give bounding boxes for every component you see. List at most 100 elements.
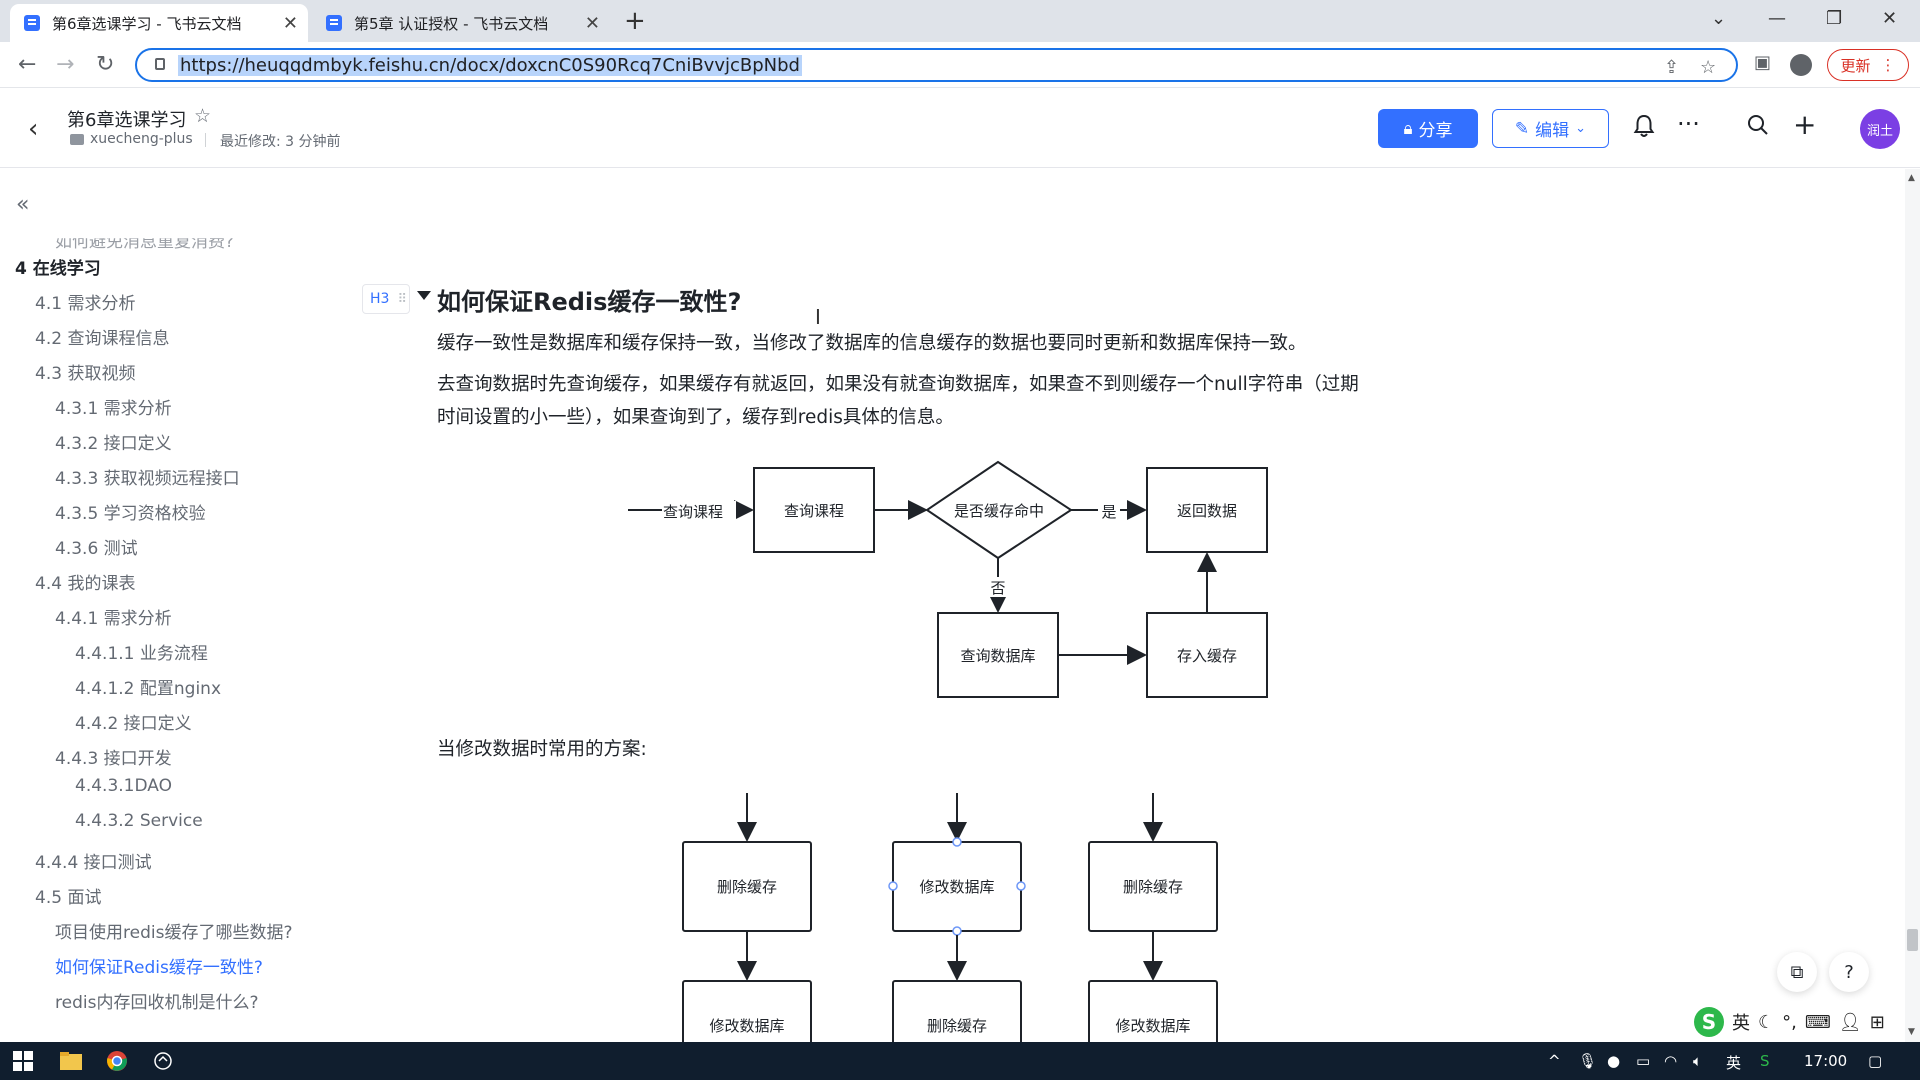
scroll-down-icon[interactable]: ▼ <box>1908 1027 1915 1037</box>
close-tab-icon[interactable]: ✕ <box>282 12 298 34</box>
browser-toolbar: ← → ↻ https://heuqqdmbyk.feishu.cn/docx/… <box>0 42 1920 88</box>
share-button[interactable]: 🔒︎ 分享 <box>1378 109 1478 148</box>
collapse-caret-icon[interactable] <box>417 291 431 300</box>
outline-item[interactable]: 4.1 需求分析 <box>35 294 136 314</box>
doc-header: ‹ 第6章选课学习 ☆ xuecheng-plus 最近修改: 3 分钟前 🔒︎… <box>0 88 1920 168</box>
microphone-icon[interactable]: 🎙︎ <box>1578 1052 1598 1070</box>
outline-item[interactable]: 4.3 获取视频 <box>35 364 136 384</box>
volume-icon[interactable]: 🔈︎ <box>1693 1052 1703 1070</box>
back-icon[interactable]: ← <box>18 52 37 77</box>
drag-handle-icon[interactable]: ⠿ <box>397 291 407 307</box>
lock-icon <box>155 58 165 70</box>
outline-item[interactable]: 4.3.5 学习资格校验 <box>55 504 206 524</box>
minimize-icon[interactable]: — <box>1768 8 1786 29</box>
pencil-icon: ✎ <box>1514 118 1530 139</box>
outline-item[interactable]: 4.2 查询课程信息 <box>35 329 170 349</box>
back-arrow-icon[interactable]: ‹ <box>28 114 39 144</box>
battery-icon[interactable]: ▭ <box>1636 1052 1651 1070</box>
chrome-icon[interactable] <box>104 1048 130 1074</box>
keyboard-icon[interactable]: ⌨ <box>1804 1011 1831 1033</box>
outline-item[interactable]: 4.5 面试 <box>35 888 102 908</box>
add-icon[interactable]: + <box>1793 108 1817 141</box>
vertical-scrollbar[interactable]: ▲ ▼ <box>1905 169 1920 1042</box>
paragraph: 当修改数据时常用的方案: <box>437 739 647 760</box>
doc-title[interactable]: 第6章选课学习 <box>67 110 187 131</box>
punctuation-icon[interactable]: °, <box>1782 1011 1797 1033</box>
scroll-thumb[interactable] <box>1907 929 1918 951</box>
paragraph-line: 时间设置的小一些），如果查询到了，缓存到redis具体的信息。 <box>437 407 954 428</box>
file-explorer-icon[interactable] <box>58 1048 84 1074</box>
outline-item[interactable]: 4.3.6 测试 <box>55 539 138 559</box>
outline-item-current[interactable]: 如何保证Redis缓存一致性? <box>55 958 263 978</box>
browser-tab[interactable]: 第5章 认证授权 - 飞书云文档 ✕ <box>312 4 610 42</box>
outline-item[interactable]: 4.4.1.1 业务流程 <box>75 644 208 664</box>
more-options-icon[interactable]: ··· <box>1677 110 1700 138</box>
cache-query-flowchart: 查询课程 查询课程 是否缓存命中 是 返回数据 否 查询数据库 存入缓存 <box>628 460 1268 698</box>
security-icon[interactable]: ● <box>1607 1052 1621 1070</box>
outline-item[interactable]: 4.4.2 接口定义 <box>75 714 192 734</box>
resize-handle[interactable] <box>952 926 962 936</box>
reload-icon[interactable]: ↻ <box>96 52 115 77</box>
edit-mode-button[interactable]: ✎ 编辑 ⌄ <box>1492 109 1609 148</box>
space-name[interactable]: xuecheng-plus <box>90 131 193 147</box>
wifi-icon[interactable]: ◠ <box>1664 1052 1678 1070</box>
outline-item[interactable]: 4.4.3.1DAO <box>75 776 172 796</box>
favorite-star-icon[interactable]: ☆ <box>194 105 212 127</box>
label-bg <box>1098 501 1120 521</box>
clock[interactable]: 17:00 <box>1804 1052 1848 1070</box>
profile-icon[interactable] <box>1790 54 1812 76</box>
restore-icon[interactable]: ❐ <box>1826 8 1843 29</box>
notification-bell-icon[interactable] <box>1633 114 1655 144</box>
forward-icon[interactable]: → <box>56 52 75 77</box>
outline-item[interactable]: 4.4.1.2 配置nginx <box>75 679 222 699</box>
app-icon[interactable] <box>150 1048 176 1074</box>
ime-mode-label[interactable]: 英 <box>1732 1013 1750 1034</box>
input-language[interactable]: 英 <box>1726 1054 1742 1072</box>
edit-label: 编辑 <box>1535 121 1570 141</box>
notification-center-icon[interactable]: ▢ <box>1868 1052 1883 1070</box>
doc-shortcut-icon[interactable]: ⧉ <box>1777 952 1817 992</box>
windows-start-icon[interactable] <box>10 1048 36 1074</box>
grid-menu-icon[interactable]: ⊞ <box>1869 1011 1885 1033</box>
new-tab-button[interactable]: + <box>624 6 646 36</box>
sogou-ime-icon[interactable]: S <box>1694 1007 1724 1037</box>
resize-handle[interactable] <box>952 837 962 847</box>
url-text[interactable]: https://heuqqdmbyk.feishu.cn/docx/doxcnC… <box>178 55 802 76</box>
side-panel-icon[interactable]: ▣ <box>1754 52 1772 73</box>
help-icon[interactable]: ? <box>1829 952 1869 992</box>
sogou-tray-icon[interactable]: S <box>1760 1052 1770 1070</box>
window-close-icon[interactable]: ✕ <box>1882 8 1898 29</box>
outline-item[interactable]: 4.4.3 接口开发 <box>55 749 172 769</box>
outline-item-partial[interactable]: 如何避免消息重复消费? <box>55 232 235 252</box>
tray-expand-icon[interactable]: ^ <box>1548 1052 1561 1070</box>
resize-handle[interactable] <box>888 881 898 891</box>
outline-item[interactable]: 4.4.3.2 Service <box>75 811 203 831</box>
outline-item[interactable]: 4 在线学习 <box>15 259 101 279</box>
close-tab-icon[interactable]: ✕ <box>584 12 600 34</box>
scroll-up-icon[interactable]: ▲ <box>1908 173 1915 183</box>
outline-item[interactable]: 4.3.1 需求分析 <box>55 399 172 419</box>
moon-icon[interactable]: ☾ <box>1758 1011 1775 1033</box>
outline-item[interactable]: 4.3.3 获取视频远程接口 <box>55 469 240 489</box>
avatar[interactable]: 润土 <box>1860 109 1900 149</box>
outline-item[interactable]: 项目使用redis缓存了哪些数据? <box>55 923 293 943</box>
search-icon[interactable] <box>1747 114 1769 142</box>
resize-handle[interactable] <box>1016 881 1026 891</box>
browser-tab-active[interactable]: 第6章选课学习 - 飞书云文档 ✕ <box>10 4 308 42</box>
tab-search-icon[interactable]: ⌄ <box>1711 8 1727 29</box>
outline-item[interactable]: redis内存回收机制是什么? <box>55 993 259 1013</box>
outline-item[interactable]: 4.4.4 接口测试 <box>35 853 152 873</box>
outline-item[interactable]: 4.3.2 接口定义 <box>55 434 172 454</box>
collapse-sidebar-icon[interactable]: « <box>16 192 30 217</box>
outline-item[interactable]: 4.4 我的课表 <box>35 574 136 594</box>
share-page-icon[interactable]: ⇪ <box>1664 57 1680 78</box>
tab-title: 第6章选课学习 - 飞书云文档 <box>52 14 242 33</box>
outline-item[interactable]: 4.4.1 需求分析 <box>55 609 172 629</box>
update-button[interactable]: 更新 ⋮ <box>1827 49 1909 81</box>
bookmark-star-icon[interactable]: ☆ <box>1700 57 1717 78</box>
address-bar[interactable]: https://heuqqdmbyk.feishu.cn/docx/doxcnC… <box>135 48 1738 82</box>
ime-toolbar: S 英 ☾ °, ⌨ 👤︎ ⊞ <box>1694 1006 1885 1038</box>
heading-level-badge[interactable]: H3 ⠿ <box>362 284 410 314</box>
user-icon[interactable]: 👤︎ <box>1838 1011 1862 1033</box>
node-query-course: 查询课程 <box>784 502 844 520</box>
